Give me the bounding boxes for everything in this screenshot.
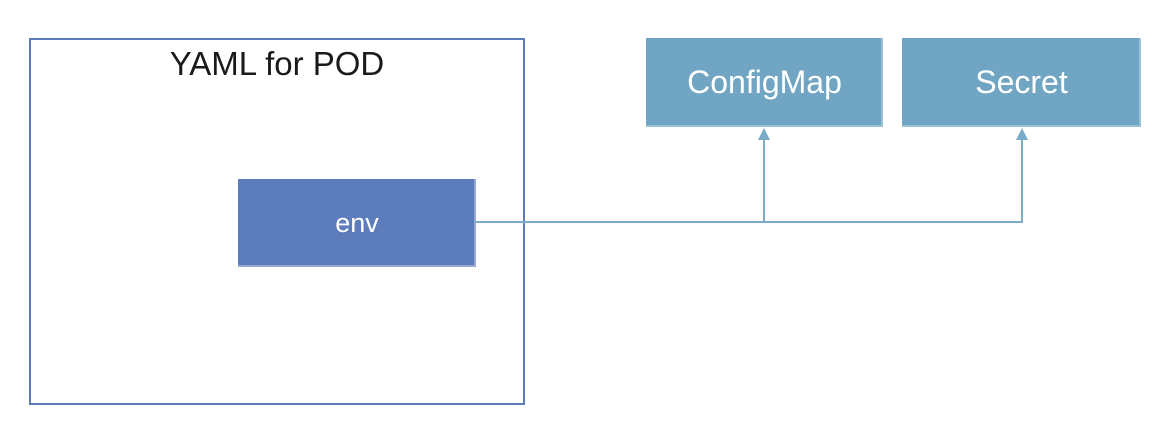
arrowhead-up-secret-icon (1016, 128, 1028, 140)
connector-horizontal-line (476, 221, 1023, 223)
arrowhead-up-configmap-icon (758, 128, 770, 140)
secret-box: Secret (902, 38, 1141, 127)
configmap-box: ConfigMap (646, 38, 883, 127)
configmap-box-label: ConfigMap (687, 64, 842, 100)
connector-env-to-secret (1021, 139, 1023, 223)
env-box-label: env (335, 207, 379, 238)
secret-box-label: Secret (975, 64, 1068, 100)
connector-env-to-configmap (763, 139, 765, 223)
yaml-for-pod-title: YAML for POD (169, 45, 385, 82)
env-box: env (238, 179, 476, 267)
